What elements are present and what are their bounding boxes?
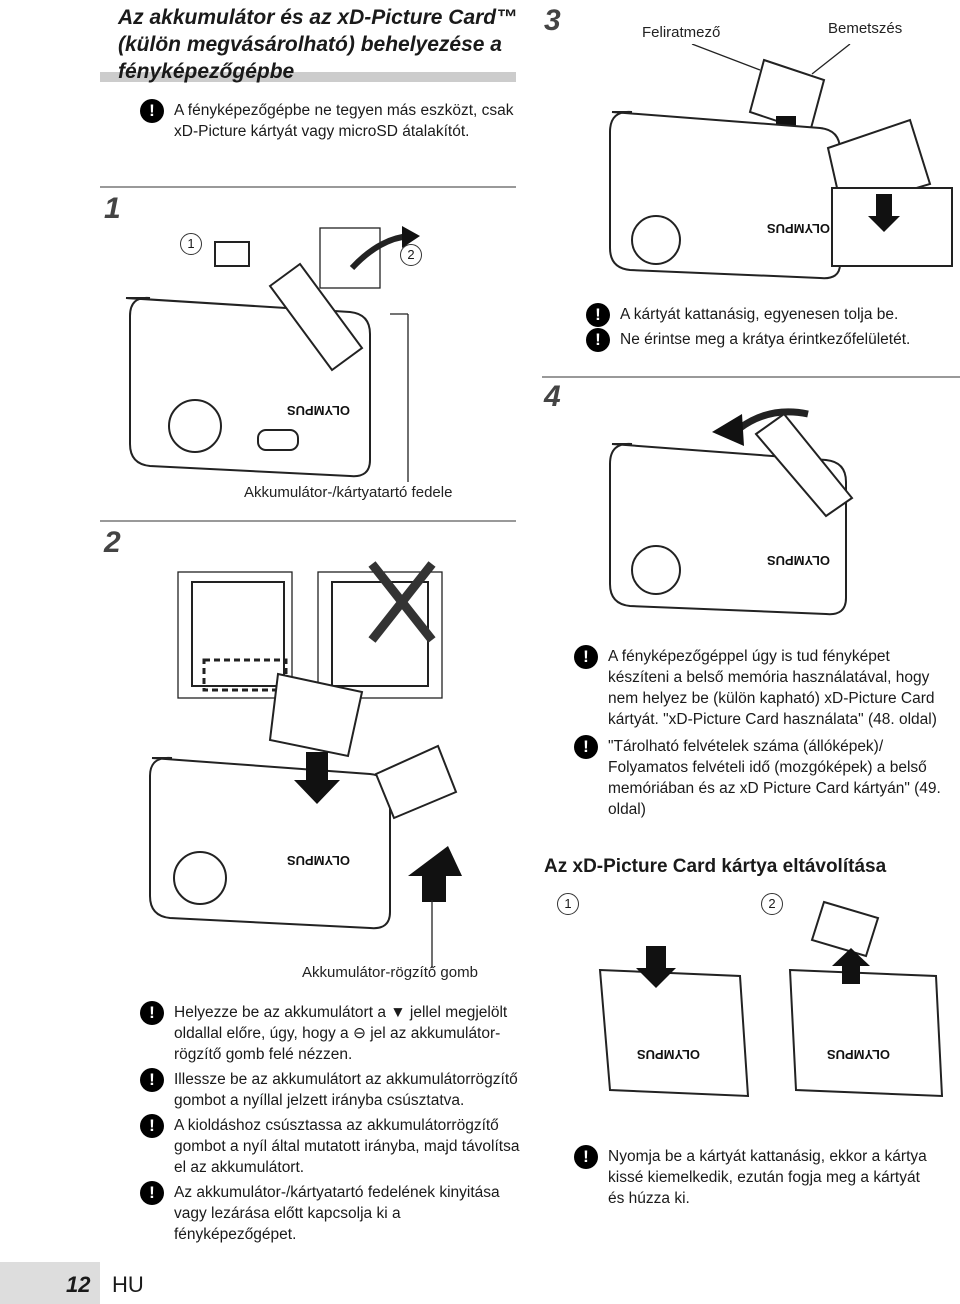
intro-warning: ! A fényképezőgépbe ne tegyen más eszköz… — [140, 99, 520, 142]
page-number: 12 — [66, 1272, 91, 1297]
warning-item: !Ne érintse meg a krátya érintkezőfelüle… — [586, 328, 956, 352]
callout-line — [811, 44, 851, 75]
substep-2: 2 — [400, 244, 422, 266]
open-cover — [268, 262, 364, 372]
divider — [100, 186, 516, 188]
step-number-4: 4 — [544, 380, 561, 413]
lock-arrow-head — [408, 846, 462, 876]
callout-line — [691, 44, 761, 71]
warning-item: !A kioldáshoz csúsztassa az akkumulátorr… — [140, 1114, 520, 1178]
brand-logo: OLYMPUS — [767, 553, 830, 568]
camera-body-left — [598, 968, 750, 1098]
warning-icon: ! — [574, 735, 598, 759]
intro-warning-text: A fényképezőgépbe ne tegyen más eszközt,… — [174, 102, 514, 140]
warning-item: !Illessze be az akkumulátort az akkumulá… — [140, 1068, 520, 1111]
step2-battery-illustration: OLYMPUS — [149, 561, 462, 968]
cover-label: Akkumulátor-/kártyatartó fedele — [244, 484, 453, 501]
insert-arrow-shaft — [306, 752, 328, 784]
step4-warnings: !A fényképezőgéppel úgy is tud fényképet… — [574, 645, 954, 820]
footer-tab — [0, 1262, 100, 1304]
lock-arrow-shaft — [422, 872, 446, 902]
warning-item: !Helyezze be az akkumulátort a ▼ jellel … — [140, 1001, 520, 1065]
lens — [173, 851, 227, 905]
inset-latch — [214, 241, 250, 267]
brand-logo: OLYMPUS — [287, 853, 350, 868]
warning-icon: ! — [574, 1145, 598, 1169]
warning-icon: ! — [586, 328, 610, 352]
xd-card — [810, 900, 880, 958]
close-arrow-curve — [737, 408, 809, 431]
section-title: Az akkumulátor és az xD-Picture Card™ (k… — [118, 6, 518, 83]
step1-camera-illustration: OLYMPUS — [125, 226, 420, 482]
removal-illustration: OLYMPUS OLYMPUS — [598, 900, 944, 1098]
title-underline — [100, 72, 516, 82]
battery-correct — [191, 581, 285, 687]
zoom-arrow-head — [868, 216, 900, 232]
substep-1: 1 — [557, 893, 579, 915]
lens — [168, 399, 222, 453]
warning-icon: ! — [586, 303, 610, 327]
brand-logo: OLYMPUS — [767, 221, 830, 236]
battery-inserting — [268, 672, 364, 758]
open-cover — [754, 412, 854, 518]
zoom-arrow-shaft — [876, 194, 892, 218]
pull-arrow-shaft — [842, 964, 860, 984]
camera-body-right — [788, 968, 944, 1098]
insert-arrow-head — [294, 780, 340, 804]
brand-logo: OLYMPUS — [827, 1047, 890, 1062]
language-code: HU — [112, 1272, 144, 1297]
notch-label: Bemetszés — [828, 20, 903, 37]
warning-item: !"Tárolható felvételek száma (állóképek)… — [574, 735, 954, 820]
warning-item: !A kártyát kattanásig, egyenesen tolja b… — [586, 303, 956, 327]
push-arrow-shaft — [646, 946, 666, 970]
step-number-3: 3 — [544, 4, 561, 37]
label-area-label: Feliratmező — [642, 24, 721, 41]
push-arrow-head — [636, 968, 676, 988]
divider — [100, 520, 516, 522]
substep-1: 1 — [180, 233, 202, 255]
pull-arrow-head — [832, 948, 870, 966]
lens — [631, 545, 681, 595]
warning-icon: ! — [574, 645, 598, 669]
lock-button-label: Akkumulátor-rögzítő gomb — [302, 964, 478, 981]
warning-icon: ! — [140, 1114, 164, 1138]
brand-logo: OLYMPUS — [637, 1047, 700, 1062]
warning-icon: ! — [140, 1001, 164, 1025]
arrow-head — [402, 226, 420, 248]
cross-mark — [368, 561, 436, 643]
close-arrow-head — [712, 414, 744, 446]
highlight-terminal — [202, 658, 288, 692]
step3-card-illustration: OLYMPUS — [609, 44, 953, 280]
warning-icon: ! — [140, 1181, 164, 1205]
step4-camera-illustration: OLYMPUS — [609, 408, 854, 616]
warning-item: !A fényképezőgéppel úgy is tud fényképet… — [574, 645, 954, 730]
camera-body — [149, 756, 391, 930]
step3-warnings: !A kártyát kattanásig, egyenesen tolja b… — [586, 303, 956, 352]
step-number-1: 1 — [104, 192, 121, 225]
removal-heading: Az xD-Picture Card kártya eltávolítása — [544, 856, 887, 877]
warning-item: !Az akkumulátor-/kártyatartó fedelének k… — [140, 1181, 520, 1245]
arrow-curve — [349, 233, 411, 271]
open-cover — [374, 744, 458, 820]
lens — [631, 215, 681, 265]
warning-icon: ! — [140, 1068, 164, 1092]
warning-icon: ! — [140, 99, 164, 123]
substep-2: 2 — [761, 893, 783, 915]
button — [257, 429, 299, 451]
brand-logo: OLYMPUS — [287, 403, 350, 418]
inset-box — [319, 227, 381, 289]
step2-warnings: !Helyezze be az akkumulátort a ▼ jellel … — [140, 1001, 520, 1245]
battery-frame-correct — [177, 571, 293, 699]
removal-warning: ! Nyomja be a kártyát kattanásig, ekkor … — [574, 1145, 934, 1209]
divider — [542, 376, 960, 378]
step-number-2: 2 — [104, 526, 121, 559]
